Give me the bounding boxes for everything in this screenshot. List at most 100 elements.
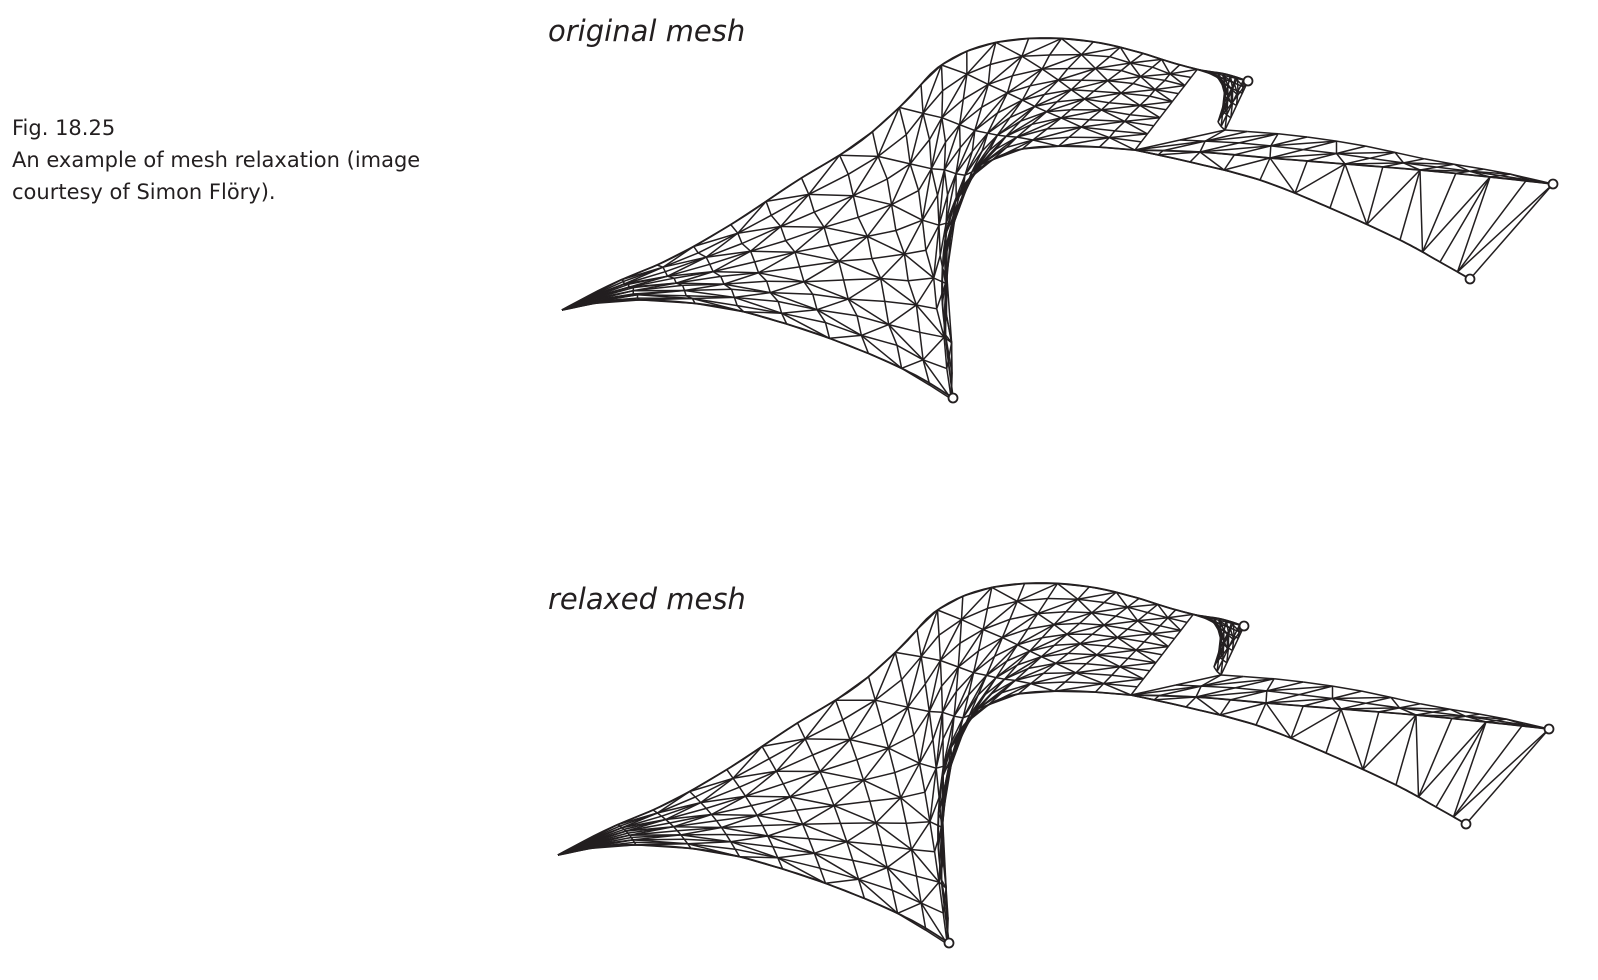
mesh-edge [734, 291, 771, 299]
mesh-edge [1195, 690, 1267, 698]
mesh-edge [829, 334, 862, 340]
mesh-edge [1117, 633, 1153, 639]
mesh-edge [852, 195, 859, 218]
mesh-edge [1003, 664, 1018, 680]
mesh-edge [782, 783, 791, 798]
mesh-edge [939, 642, 961, 662]
mesh-edge [1075, 672, 1112, 676]
mesh-edge [1106, 636, 1118, 647]
mesh-edge [1417, 718, 1453, 798]
mesh-edge [808, 154, 841, 195]
mesh-edge [1365, 702, 1400, 709]
mesh-edge [796, 804, 835, 812]
mesh-edge [842, 699, 876, 721]
mesh-edge [1432, 708, 1451, 713]
mesh-edge [1132, 82, 1156, 91]
mesh-edge [777, 857, 826, 884]
mesh-edge [1265, 693, 1300, 704]
mesh-edge [941, 73, 968, 119]
mesh-edge [877, 107, 900, 157]
mesh-edge [1066, 624, 1105, 635]
mesh-edge [737, 200, 767, 234]
mesh-edge [1060, 117, 1082, 128]
mesh-edge [1164, 73, 1171, 81]
mesh-edge [705, 795, 746, 810]
mesh-edge [1077, 591, 1117, 600]
mesh-edge [684, 283, 725, 292]
mesh-edge [1054, 681, 1066, 692]
mesh-edge [962, 694, 979, 719]
mesh-arm-edge [1134, 149, 1554, 185]
mesh-edge [928, 685, 943, 712]
mesh-edge [1091, 612, 1116, 617]
mesh-edge [1017, 683, 1032, 695]
mesh-edge [739, 770, 777, 788]
mesh-edge [1054, 622, 1080, 626]
mesh-edge [918, 739, 934, 764]
mesh-edge [1135, 649, 1163, 656]
mesh-edge [1340, 707, 1400, 710]
mesh-edge [996, 117, 1011, 136]
mesh-edge [1100, 102, 1110, 111]
mesh-edge [1332, 685, 1362, 692]
mesh-edge [953, 691, 958, 717]
mesh-edge [825, 321, 862, 337]
mesh-edge [1134, 140, 1206, 151]
mesh-edge [991, 678, 1006, 695]
mesh-edge [874, 699, 883, 725]
mesh-edge [917, 168, 933, 191]
mesh-edge [1449, 708, 1467, 717]
mesh-edge [890, 163, 911, 205]
mesh-edge [972, 650, 980, 673]
mesh-edge [938, 225, 941, 256]
mesh-edge [988, 134, 999, 151]
mesh-edge [959, 123, 976, 132]
mesh-edge [928, 660, 942, 712]
mesh-edge [919, 332, 924, 360]
original-mesh-label: original mesh [548, 14, 746, 48]
mesh-edge [1136, 645, 1169, 651]
mesh-edge [995, 650, 1031, 679]
mesh-edge [867, 229, 897, 238]
mesh-edge [933, 851, 940, 883]
mesh-edge [1092, 633, 1118, 639]
mesh-edge [938, 222, 947, 226]
support-point-front [947, 392, 959, 404]
mesh-edge [961, 607, 988, 621]
mesh-edge [1016, 628, 1029, 646]
mesh-edge [915, 277, 935, 306]
mesh-edge [959, 619, 963, 644]
mesh-edge [871, 253, 905, 260]
mesh-edge [1230, 690, 1267, 701]
mesh-edge [1227, 88, 1234, 101]
mesh-edge [1053, 612, 1093, 626]
mesh-edge [964, 151, 974, 176]
mesh-edge [561, 301, 583, 311]
mesh-edge [1127, 628, 1153, 635]
mesh-edge [766, 280, 805, 283]
mesh-edge [1080, 119, 1090, 128]
mesh-edge [745, 795, 791, 798]
mesh-edge [916, 304, 937, 310]
mesh-edge [907, 707, 915, 736]
mesh-edge [937, 609, 962, 621]
mesh-edge [1060, 109, 1072, 119]
mesh-edge [1175, 674, 1222, 686]
mesh-edge [986, 660, 1008, 677]
mesh-edge [936, 765, 944, 769]
mesh-edge [950, 342, 953, 374]
figure-caption: Fig. 18.25 An example of mesh relaxation… [12, 112, 492, 208]
mesh-edge [825, 878, 859, 885]
mesh-edge [853, 194, 892, 206]
mesh-edge [819, 867, 827, 884]
mesh-edge [1054, 682, 1104, 692]
mesh-edge [1185, 696, 1197, 708]
mesh-edge [1303, 697, 1333, 707]
mesh-edge [1230, 105, 1238, 119]
mesh-edge [1002, 636, 1018, 646]
mesh-edge [833, 800, 870, 807]
mesh-edge [917, 190, 924, 221]
mesh-edge [932, 255, 941, 279]
mesh-edge [862, 747, 890, 781]
mesh-edge [1119, 665, 1150, 672]
